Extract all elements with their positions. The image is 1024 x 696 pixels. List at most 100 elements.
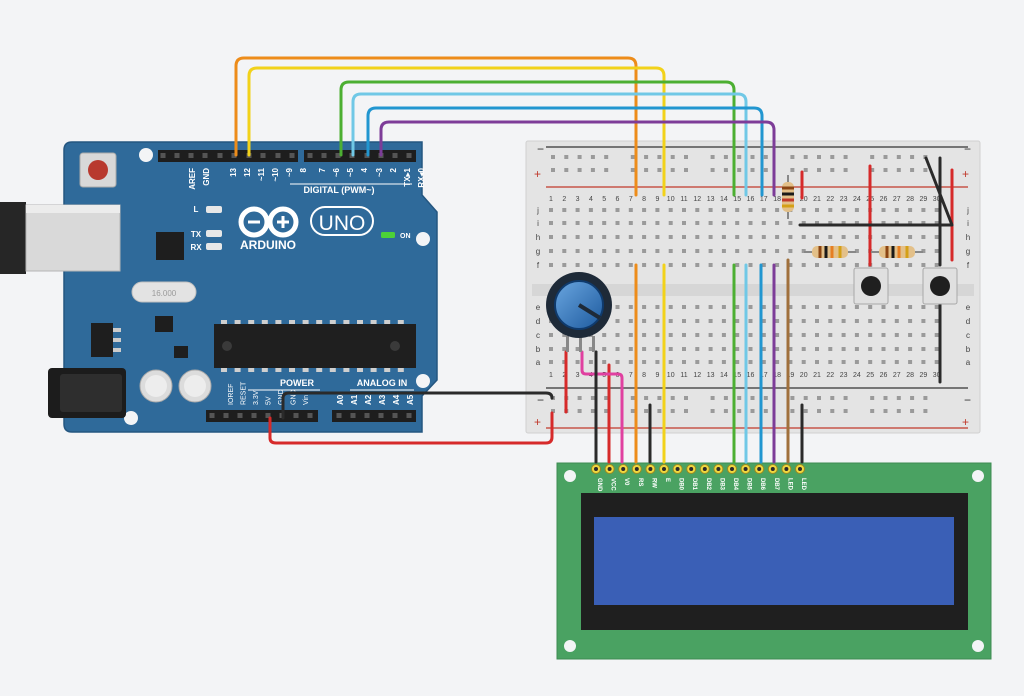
column-number: 27	[893, 372, 901, 379]
pin-label: TX▸1	[403, 167, 412, 186]
pin-label: ~11	[257, 167, 266, 181]
column-number: 8	[642, 196, 646, 203]
column-number: 9	[655, 372, 659, 379]
pin-label: A1	[350, 394, 359, 405]
pushbutton-2[interactable]	[922, 267, 958, 305]
column-number: 12	[693, 372, 701, 379]
arduino-logo-icon	[238, 206, 299, 238]
pin-label: 4	[360, 167, 369, 172]
column-number: 2	[562, 372, 566, 379]
header-pin	[188, 153, 194, 158]
column-number: 7	[629, 372, 633, 379]
header-pin	[321, 153, 327, 158]
pin-label: DB2	[705, 478, 711, 491]
pin-label: a	[966, 358, 971, 367]
breadboard[interactable]: − + − + − + − + 112233445566778899101011…	[525, 140, 981, 434]
pin-label: RESET	[241, 381, 248, 405]
usb-chip	[156, 232, 184, 260]
header-pin	[392, 413, 398, 418]
header-pin	[275, 153, 281, 158]
pin-label: DB7	[773, 478, 779, 491]
pin-label: j	[536, 206, 539, 215]
rail-plus-label: +	[962, 167, 969, 181]
mount-hole	[124, 411, 138, 425]
column-number: 1	[549, 372, 553, 379]
pushbutton-1[interactable]	[853, 267, 889, 305]
header-pin	[251, 413, 257, 418]
resistor-button2[interactable]	[871, 246, 923, 258]
header-pin	[378, 413, 384, 418]
pin-label: ~9	[285, 167, 294, 177]
pin-label: h	[966, 233, 970, 242]
mount-hole	[564, 470, 576, 482]
pin-label: j	[966, 206, 969, 215]
column-number: 21	[813, 196, 821, 203]
potentiometer[interactable]	[546, 272, 612, 352]
wire-e-pin11	[247, 66, 666, 197]
pin-label: DB5	[746, 478, 752, 491]
mount-hole	[564, 640, 576, 652]
column-number: 16	[747, 372, 755, 379]
header-pin	[335, 153, 341, 158]
column-number: 26	[880, 372, 888, 379]
column-number: 6	[616, 196, 620, 203]
digital-header	[158, 150, 416, 162]
pin-label: 12	[243, 167, 252, 176]
led-l	[206, 206, 222, 213]
resistor-button1[interactable]	[804, 246, 856, 258]
wire-5v	[268, 411, 554, 445]
pin-label: 13	[229, 167, 238, 176]
column-number: 3	[576, 372, 580, 379]
column-number: 17	[760, 372, 768, 379]
breadboard-column-numbers: 1122334455667788991010111112121313141415…	[549, 196, 941, 379]
column-number: 16	[747, 196, 755, 203]
header-pin	[392, 153, 398, 158]
column-number: 24	[853, 372, 861, 379]
pin-label: DB1	[691, 478, 697, 491]
column-number: 12	[693, 196, 701, 203]
arduino-uno-board[interactable]: 16.000 L TX RX ON ARDUINO	[0, 141, 438, 433]
power-label: POWER	[280, 378, 315, 388]
column-number: 10	[667, 196, 675, 203]
small-chip	[155, 316, 173, 332]
pin-label: ~5	[346, 167, 355, 177]
column-number: 3	[576, 196, 580, 203]
column-number: 15	[733, 372, 741, 379]
column-number: 7	[629, 196, 633, 203]
pin-label: i	[967, 219, 969, 228]
pin-label: Vin	[303, 395, 310, 405]
pin-label: VCC	[610, 478, 616, 491]
on-label: ON	[400, 233, 411, 240]
header-pin	[202, 153, 208, 158]
column-number: 18	[773, 196, 781, 203]
header-pin	[265, 413, 271, 418]
pin-label: DB6	[759, 478, 765, 491]
column-number: 13	[707, 196, 715, 203]
header-pin	[336, 413, 342, 418]
column-number: 22	[826, 196, 834, 203]
pin-label: GND	[291, 389, 298, 405]
wire-diagonal-gnd	[798, 156, 954, 227]
pin-label: 7	[318, 167, 327, 172]
pin-label: A4	[392, 394, 401, 405]
pin-label: ~6	[332, 167, 341, 177]
pin-label: RX◂0	[417, 167, 426, 187]
pin-label: GND	[202, 168, 211, 186]
pin-label: 8	[299, 167, 308, 172]
resistor-backlight[interactable]	[782, 175, 794, 219]
wire-db5-pin4	[351, 92, 748, 197]
pin-label: ~3	[375, 167, 384, 177]
column-number: 14	[720, 196, 728, 203]
pin-label: c	[536, 331, 540, 340]
column-number: 10	[667, 372, 675, 379]
pin-label: e	[536, 303, 541, 312]
analog-in-label: ANALOG IN	[357, 378, 408, 388]
pin-label: d	[966, 317, 970, 326]
column-number: 23	[840, 372, 848, 379]
pin-label: RS	[637, 478, 643, 486]
column-number: 9	[655, 196, 659, 203]
reset-button[interactable]	[79, 152, 117, 188]
